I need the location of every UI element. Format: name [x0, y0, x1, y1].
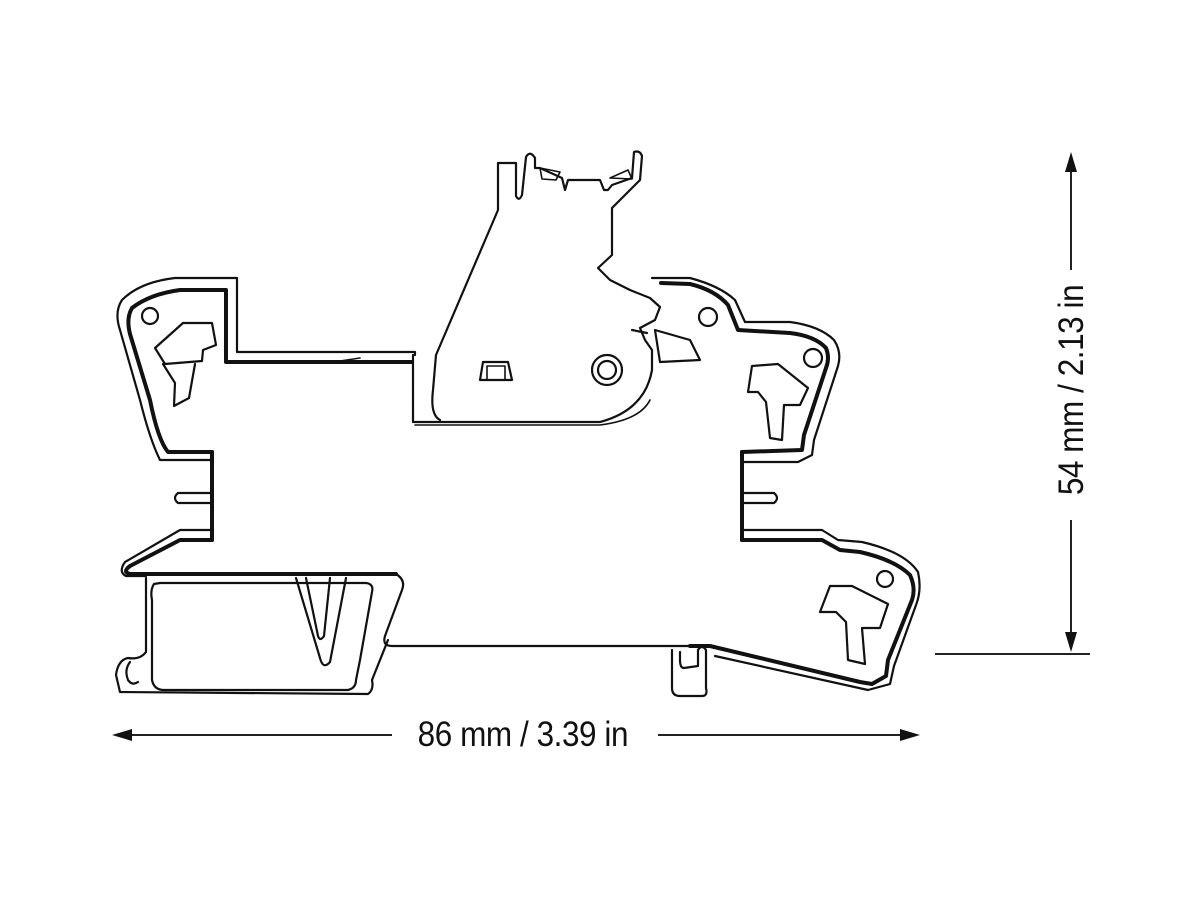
width-dimension-line: [112, 729, 920, 741]
rib-left: [173, 491, 214, 505]
din-rail-foot: [114, 528, 692, 696]
left-clamp-housing: [116, 276, 417, 462]
screw-hole-icon: [802, 347, 824, 369]
arrow-down-icon: [1065, 632, 1077, 652]
arrow-left-icon: [112, 729, 132, 741]
arrow-up-icon: [1065, 152, 1077, 172]
center-lever: [411, 150, 662, 426]
rib-right: [740, 491, 779, 505]
width-dimension-label: 86 mm / 3.39 in: [410, 715, 636, 755]
screw-hole-icon: [140, 306, 160, 326]
lower-right-housing: [670, 528, 921, 698]
height-dimension-label: 54 mm / 2.13 in: [1052, 277, 1092, 503]
screw-hole-icon: [697, 306, 719, 328]
height-dimension-line: [935, 152, 1090, 655]
right-clamp-housing: [630, 276, 841, 464]
screw-hole-icon: [875, 569, 895, 589]
arrow-right-icon: [900, 729, 920, 741]
pivot-icon: [590, 353, 624, 387]
slot-icon: [478, 360, 514, 382]
middle-body: [173, 450, 779, 542]
